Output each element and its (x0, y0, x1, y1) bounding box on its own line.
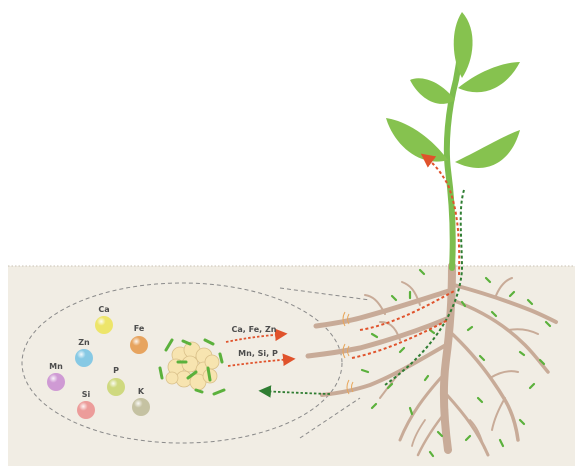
flow-label-1: Ca, Fe, Zn (232, 325, 277, 334)
flow-label-2: Mn, Si, P (238, 349, 278, 358)
nutrient-mn: Mn (47, 362, 65, 391)
nutrient-label-p: P (113, 366, 119, 375)
nutrient-label-fe: Fe (134, 324, 145, 333)
nutrient-label-mn: Mn (49, 362, 63, 371)
nutrient-label-si: Si (82, 390, 91, 399)
nutrient-label-k: K (138, 387, 145, 396)
nutrient-label-zn: Zn (78, 338, 90, 347)
nutrient-label-ca: Ca (98, 305, 109, 314)
